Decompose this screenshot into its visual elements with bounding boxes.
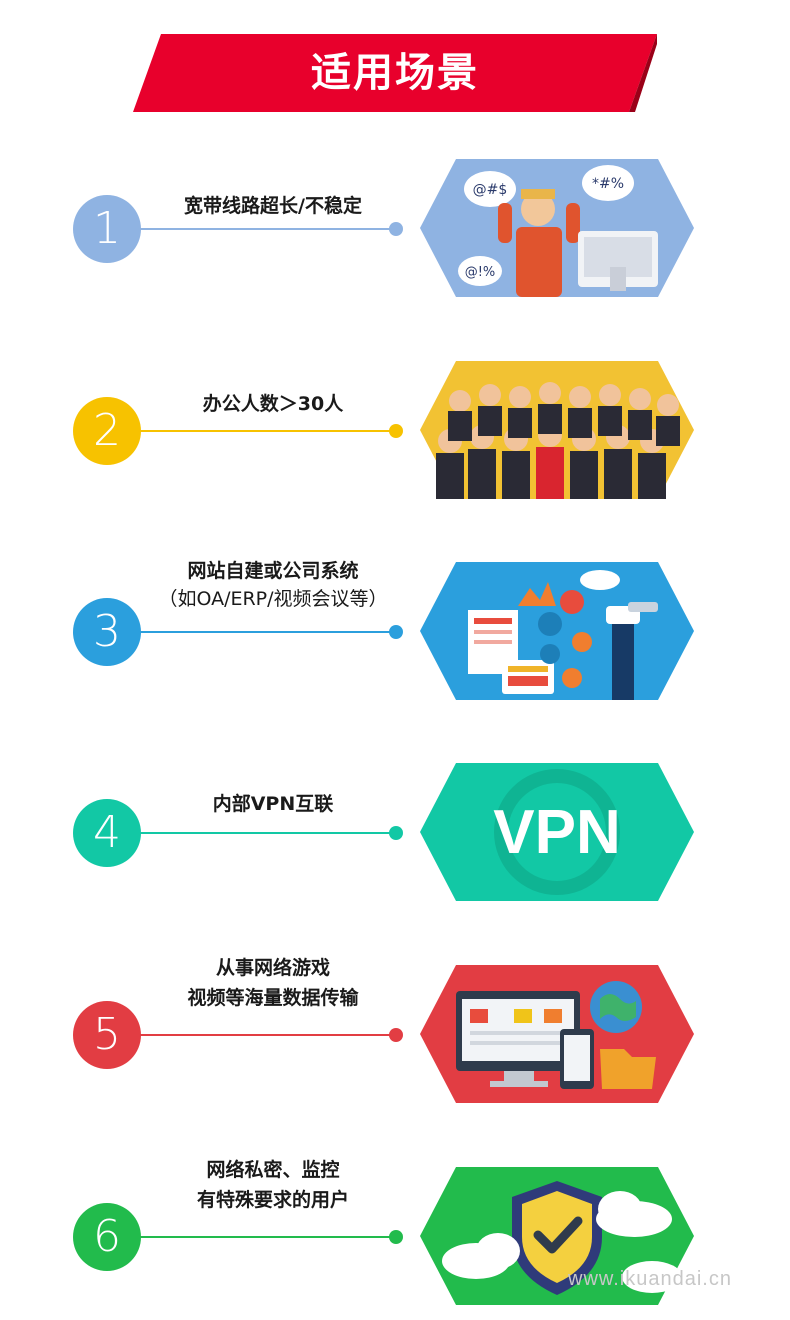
svg-text:@#$: @#$ bbox=[473, 182, 508, 198]
item-title: 网站自建或公司系统 bbox=[187, 560, 359, 582]
title-banner: 适用场景 bbox=[133, 34, 657, 112]
connector-line bbox=[140, 631, 396, 633]
connector-dot bbox=[389, 222, 403, 236]
connector-line bbox=[140, 228, 396, 230]
item-subtitle: 有特殊要求的用户 bbox=[196, 1189, 349, 1211]
vpn-badge-text: VPN bbox=[493, 798, 620, 867]
banner-shape bbox=[133, 34, 657, 112]
data-transfer-icon bbox=[420, 965, 694, 1103]
connector-dot bbox=[389, 1230, 403, 1244]
scenario-item-6: 6 网络私密、监控 有特殊要求的用户 bbox=[0, 1159, 790, 1315]
item-title: 网络私密、监控 bbox=[206, 1159, 340, 1181]
frustrated-man-computer-icon: @#$ *#% @!% bbox=[420, 159, 694, 297]
item-title: 宽带线路超长/不稳定 bbox=[184, 195, 362, 217]
scenario-item-4: 4 内部VPN互联 VPN bbox=[0, 761, 790, 911]
security-shield-icon bbox=[420, 1167, 694, 1305]
item-subtitle: （如OA/ERP/视频会议等） bbox=[158, 588, 388, 610]
item-number-badge: 2 bbox=[73, 397, 141, 465]
connector-line bbox=[140, 832, 396, 834]
watermark: www.ikuandai.cn bbox=[568, 1268, 732, 1290]
item-title: 内部VPN互联 bbox=[212, 793, 334, 815]
item-number-badge: 3 bbox=[73, 598, 141, 666]
scenario-item-5: 5 从事网络游戏 视频等海量数据传输 bbox=[0, 957, 790, 1113]
scenario-item-2: 2 办公人数＞30人 bbox=[0, 359, 790, 509]
page-title: 适用场景 bbox=[311, 50, 479, 96]
svg-text:@!%: @!% bbox=[465, 265, 496, 280]
svg-text:*#%: *#% bbox=[592, 176, 624, 192]
connector-line bbox=[140, 1236, 396, 1238]
connector-dot bbox=[389, 1028, 403, 1042]
vpn-icon: VPN bbox=[420, 763, 694, 901]
connector-dot bbox=[389, 826, 403, 840]
item-title: 办公人数＞30人 bbox=[202, 393, 344, 415]
item-number-badge: 5 bbox=[73, 1001, 141, 1069]
connector-dot bbox=[389, 424, 403, 438]
office-crowd-icon bbox=[420, 361, 694, 499]
connector-dot bbox=[389, 625, 403, 639]
item-number-badge: 1 bbox=[73, 195, 141, 263]
scenario-item-3: 3 网站自建或公司系统 （如OA/ERP/视频会议等） bbox=[0, 560, 790, 710]
scenario-item-1: 1 宽带线路超长/不稳定 @#$ *#% @!% bbox=[0, 157, 790, 307]
connector-line bbox=[140, 1034, 396, 1036]
item-number-badge: 4 bbox=[73, 799, 141, 867]
item-subtitle: 视频等海量数据传输 bbox=[187, 987, 359, 1009]
connector-line bbox=[140, 430, 396, 432]
item-number-badge: 6 bbox=[73, 1203, 141, 1271]
item-title: 从事网络游戏 bbox=[215, 957, 330, 979]
enterprise-system-icon bbox=[420, 562, 694, 700]
